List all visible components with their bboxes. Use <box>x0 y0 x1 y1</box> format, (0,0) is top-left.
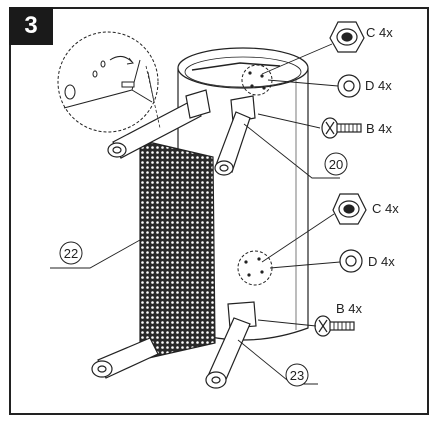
nut-c-bottom-icon <box>332 193 367 225</box>
nut-c-top-icon <box>329 21 365 53</box>
callout-20: 20 <box>324 152 348 176</box>
label-d-top: D 4x <box>365 78 392 93</box>
leader-lines <box>50 43 341 385</box>
upper-pipe-left <box>107 89 211 159</box>
label-b-bottom: B 4x <box>336 301 363 316</box>
svg-text:22: 22 <box>64 246 78 261</box>
svg-text:23: 23 <box>290 368 304 383</box>
washer-d-top-icon <box>337 74 361 98</box>
mesh-panel <box>139 139 216 361</box>
label-c-top: C 4x <box>366 25 393 40</box>
lower-pipe-right <box>205 301 257 389</box>
lower-pipe-left <box>91 337 159 379</box>
label-b-top: B 4x <box>366 121 393 136</box>
bolt-holes <box>244 71 266 277</box>
bolt-b-top-icon <box>321 117 362 139</box>
washer-d-bottom-icon <box>339 249 363 273</box>
callout-23: 23 <box>285 363 309 387</box>
upper-pipe-right <box>214 95 256 176</box>
step-number-badge: 3 <box>9 7 53 45</box>
detail-zoom-bubble <box>57 31 161 133</box>
label-d-bottom: D 4x <box>368 254 395 269</box>
bolt-b-bottom-icon <box>314 315 355 337</box>
svg-text:20: 20 <box>329 157 343 172</box>
label-c-bottom: C 4x <box>372 201 399 216</box>
callout-22: 22 <box>59 241 83 265</box>
